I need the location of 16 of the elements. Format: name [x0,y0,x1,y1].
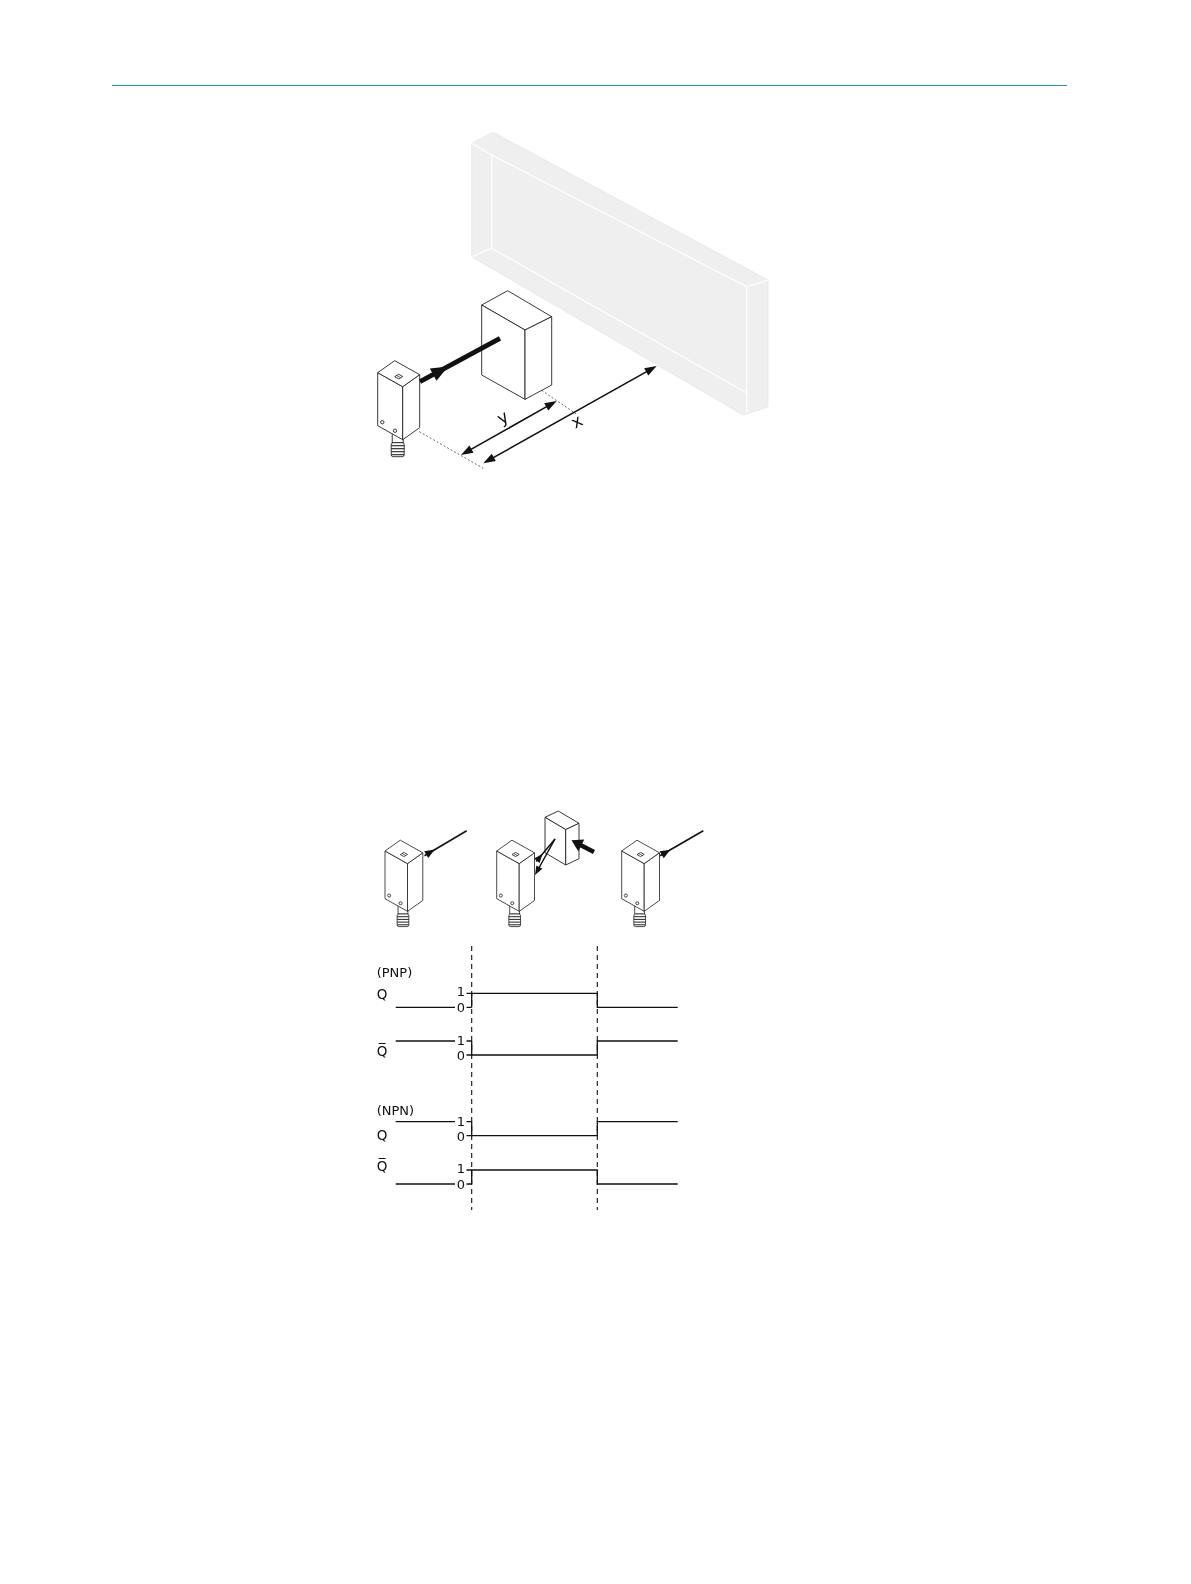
dimension-label: x [567,410,586,433]
signal-name: Q̅ [376,1158,388,1175]
logic-level-label: 0 [456,1177,466,1192]
logic-level-label: 1 [456,1114,466,1130]
logic-level-label: 0 [456,1129,466,1145]
output-type-label: (PNP) [376,965,413,981]
logic-level-label: 1 [456,1161,466,1177]
signal-name: Q [376,1127,388,1144]
dimension-label: y [494,407,513,430]
logic-level-label: 0 [456,1048,466,1064]
logic-level-label: 1 [456,1033,466,1049]
logic-level-label: 0 [456,1000,466,1016]
signal-name: Q [376,987,388,1003]
output-type-label: (NPN) [376,1103,415,1118]
signal-name: Q̅ [376,1044,388,1060]
logic-level-label: 1 [456,984,466,1000]
